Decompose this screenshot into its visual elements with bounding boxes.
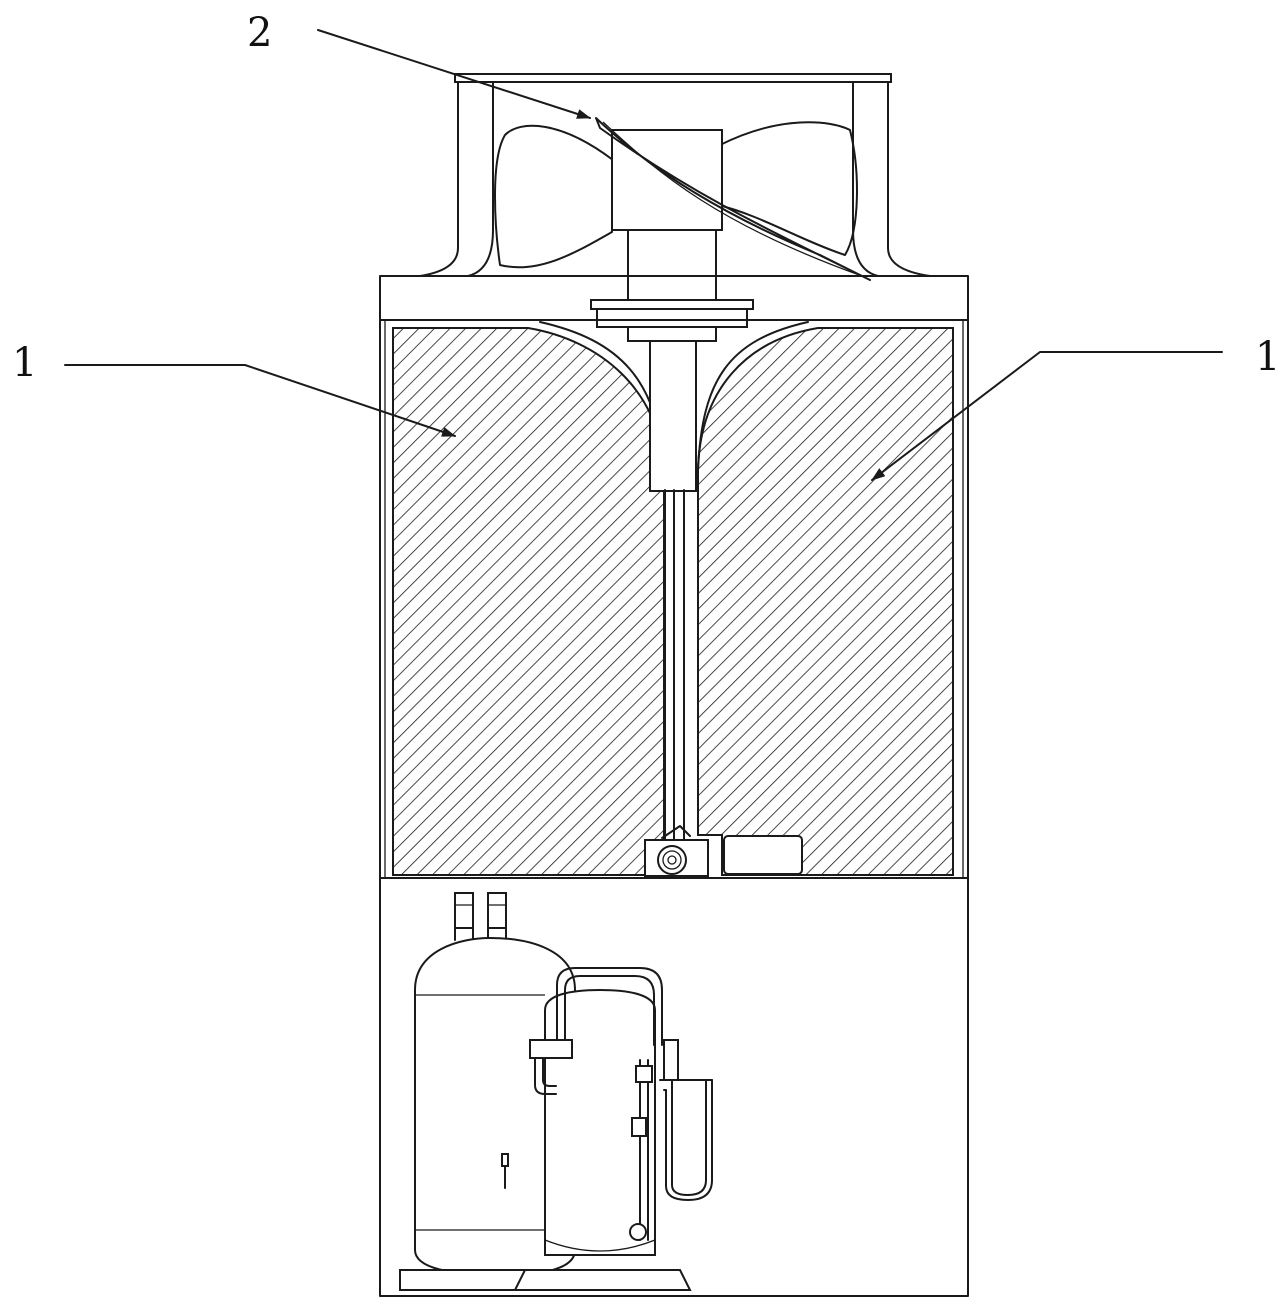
fan-blades [494, 117, 871, 301]
leader-line-1-right [871, 351, 1223, 481]
heat-exchanger-right-label: 1 [1255, 334, 1280, 380]
leader-line-2 [317, 29, 591, 119]
heat-exchanger-left [392, 327, 665, 876]
heat-exchanger-left-label: 1 [12, 340, 37, 386]
refrigerant-piping [529, 967, 713, 1241]
leader-line-1-left [64, 364, 456, 437]
heat-exchanger-right [697, 327, 954, 876]
central-duct [539, 321, 809, 841]
fan-housing [419, 73, 931, 277]
drain-pump [644, 825, 709, 877]
fan-reference-label: 2 [247, 10, 272, 56]
electric-box [723, 835, 803, 875]
